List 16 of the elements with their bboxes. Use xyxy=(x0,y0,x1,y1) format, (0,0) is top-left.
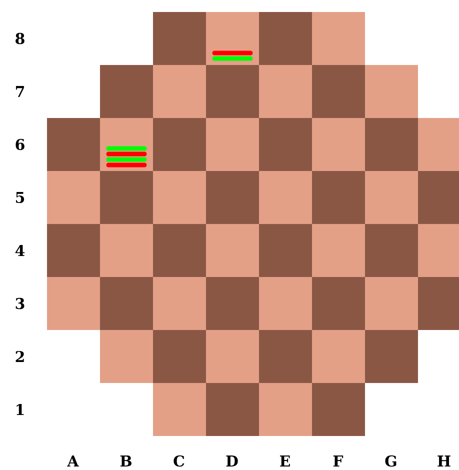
column-label: F xyxy=(333,456,344,466)
row-label: 4 xyxy=(15,244,25,256)
column-label: H xyxy=(438,456,450,466)
column-label: D xyxy=(226,456,238,466)
row-label: 2 xyxy=(16,350,24,362)
row-label: 6 xyxy=(16,138,24,150)
column-label: G xyxy=(385,455,396,467)
column-label: B xyxy=(120,456,132,466)
column-label: A xyxy=(67,456,79,466)
row-label: 5 xyxy=(16,192,24,204)
row-label: 7 xyxy=(16,86,24,97)
row-label: 1 xyxy=(16,404,24,416)
column-label: E xyxy=(280,456,290,466)
column-label: C xyxy=(174,455,184,467)
row-label: 3 xyxy=(16,298,24,310)
row-label: 8 xyxy=(16,32,24,44)
